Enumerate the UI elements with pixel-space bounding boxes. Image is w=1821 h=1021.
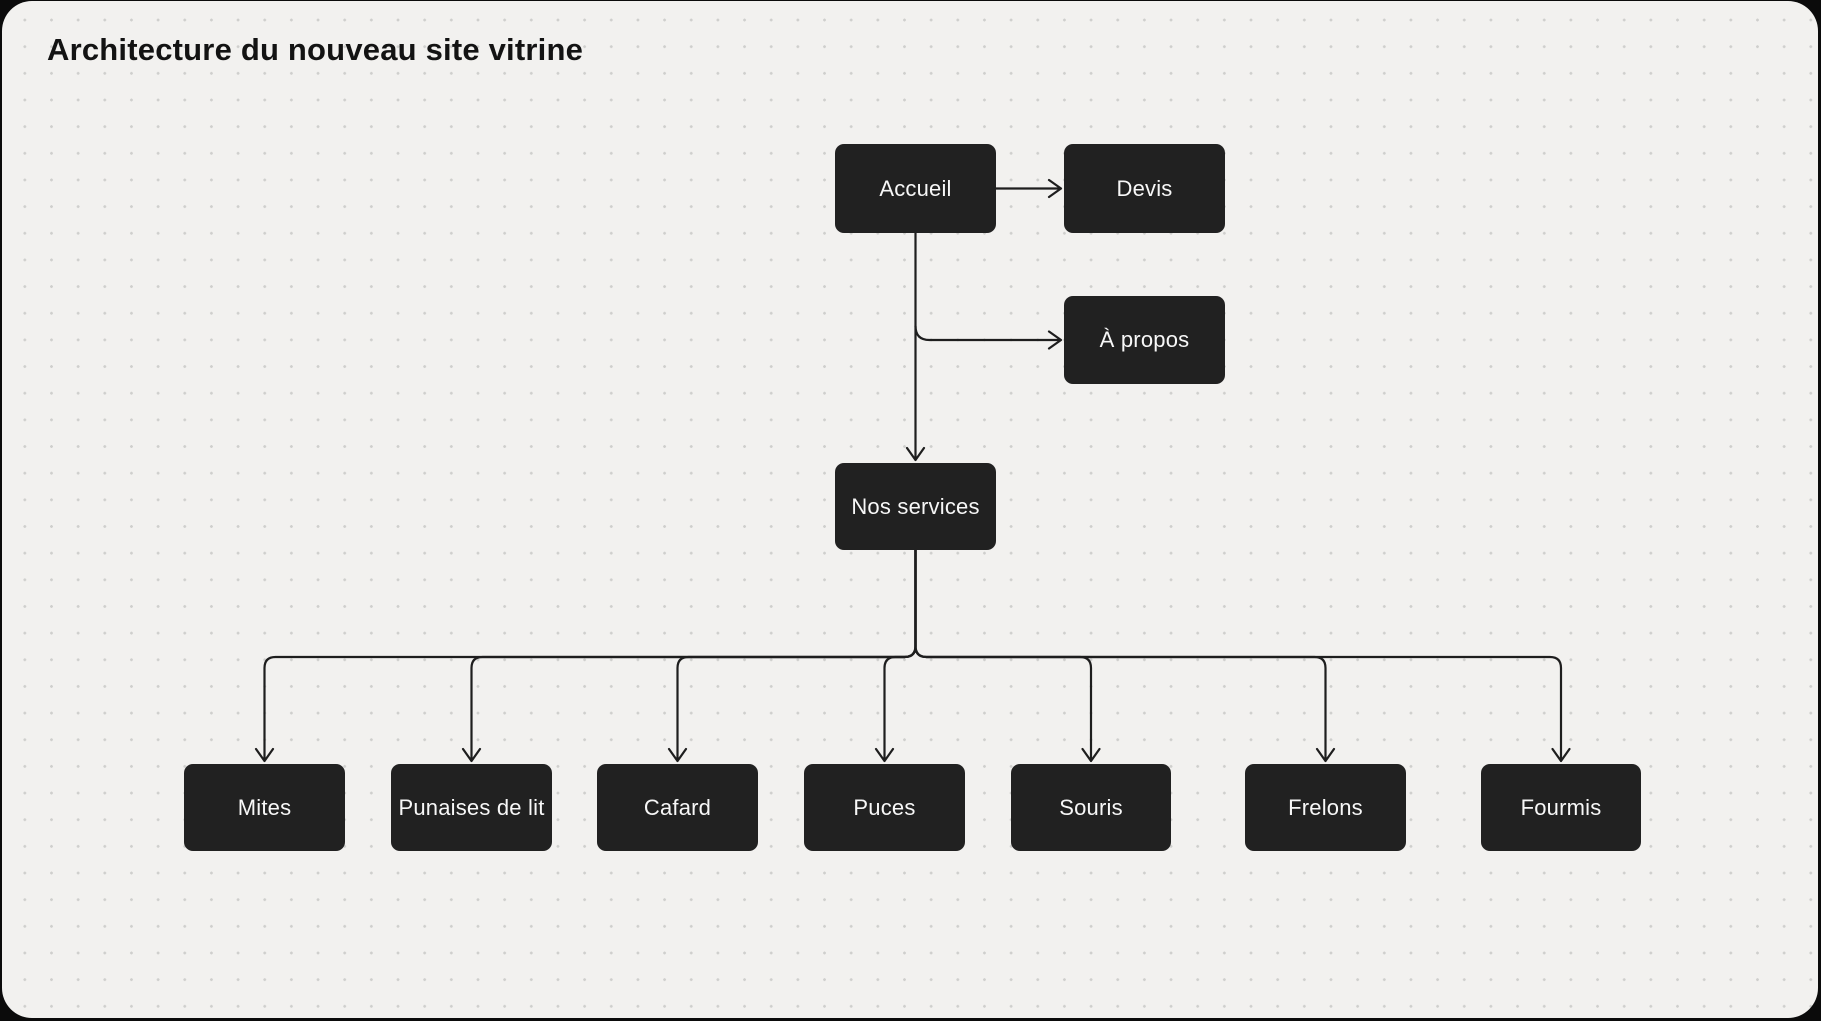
node-souris[interactable]: Souris — [1011, 764, 1171, 851]
edge-nos-services-puces — [874, 548, 917, 763]
node-devis[interactable]: Devis — [1064, 144, 1225, 233]
edge-nos-services-mites — [254, 548, 917, 763]
node-frelons[interactable]: Frelons — [1245, 764, 1406, 851]
node-puces[interactable]: Puces — [804, 764, 965, 851]
edge-nos-services-souris — [914, 548, 1101, 763]
node-fourmis[interactable]: Fourmis — [1481, 764, 1641, 851]
edge-accueil-a-propos — [914, 324, 1063, 350]
diagram-title: Architecture du nouveau site vitrine — [47, 32, 584, 67]
node-punaises[interactable]: Punaises de lit — [391, 764, 552, 851]
node-mites[interactable]: Mites — [184, 764, 345, 851]
edge-nos-services-punaises — [461, 548, 917, 763]
edge-accueil-devis — [994, 178, 1063, 199]
edge-nos-services-fourmis — [914, 548, 1571, 763]
edge-accueil-nos-services — [905, 231, 926, 462]
node-a-propos[interactable]: À propos — [1064, 296, 1225, 384]
edge-nos-services-frelons — [914, 548, 1336, 763]
edge-nos-services-cafard — [667, 548, 917, 763]
node-cafard[interactable]: Cafard — [597, 764, 758, 851]
node-accueil[interactable]: Accueil — [835, 144, 996, 233]
node-nos-services[interactable]: Nos services — [835, 463, 996, 550]
